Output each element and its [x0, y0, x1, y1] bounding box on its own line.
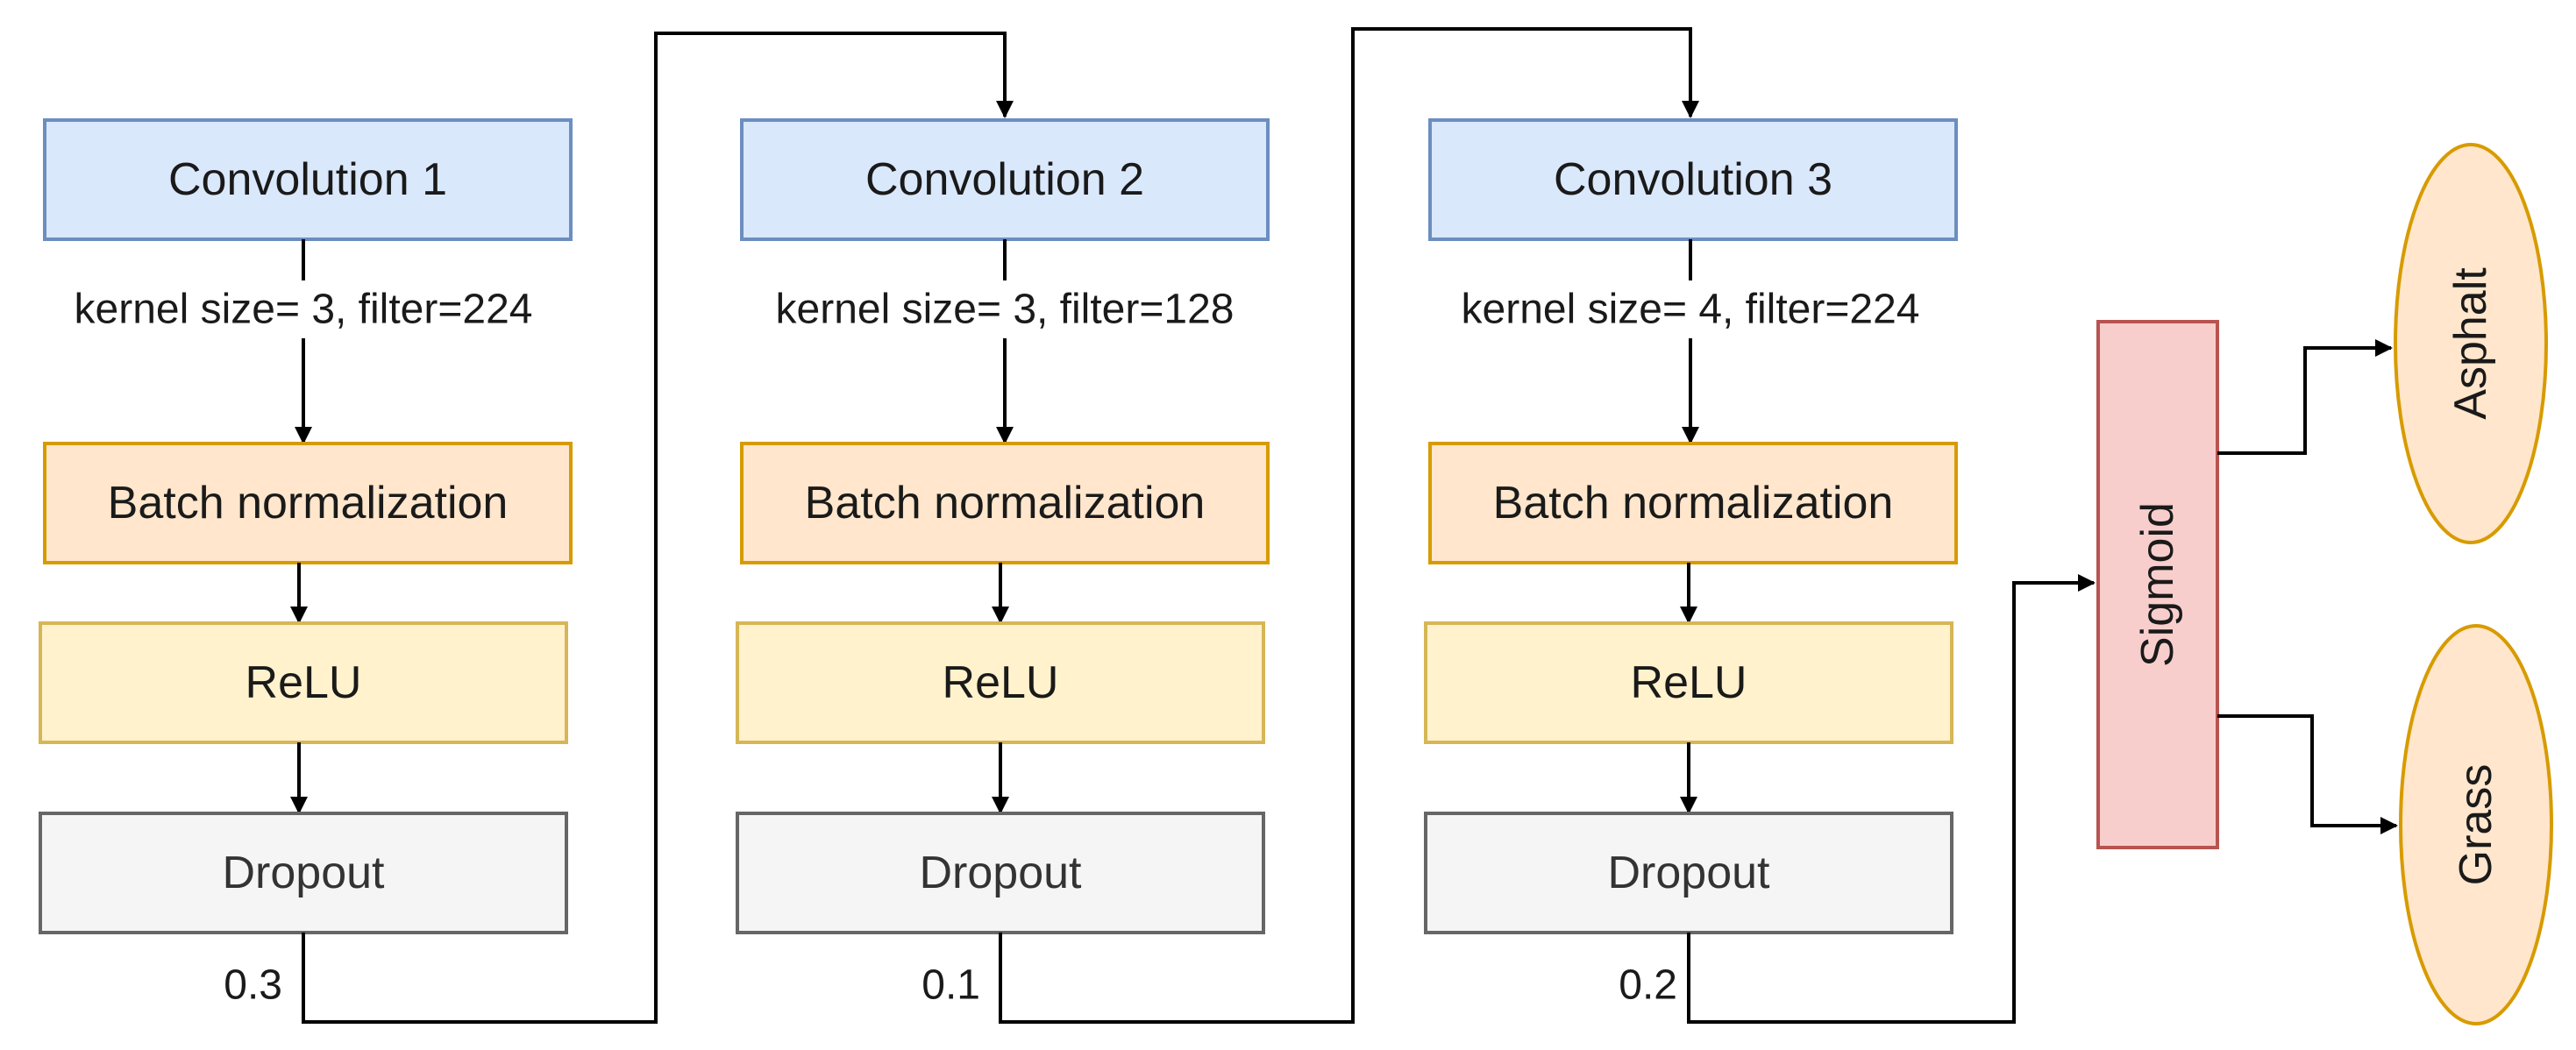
connector-dropout3-to-sigmoid [1687, 574, 2096, 1024]
column-3: Convolution 3 kernel size= 4, filter=224… [1396, 118, 1985, 1009]
connector-sigmoid-to-grass [2217, 714, 2398, 834]
sigmoid-box [2096, 320, 2219, 849]
dropout-3-label: Dropout [1608, 848, 1771, 898]
params-3-mask [1396, 280, 1985, 338]
connector-dropout1-to-conv2 [302, 32, 1014, 1024]
dropout-1-box [39, 812, 568, 934]
dropout-3-box [1424, 812, 1953, 934]
convolution-3-params: kernel size= 4, filter=224 [1462, 287, 1920, 333]
class-asphalt-node [2394, 143, 2548, 544]
class-grass-label: Grass [2451, 764, 2501, 886]
connector-dropout2-to-conv3 [999, 27, 1699, 1024]
batchnorm-3-box [1428, 442, 1958, 564]
batchnorm-3-label: Batch normalization [1493, 478, 1894, 529]
convolution-1-params: kernel size= 3, filter=224 [75, 287, 533, 333]
convolution-3-label: Convolution 3 [1554, 154, 1832, 205]
params-1-mask [12, 280, 594, 338]
class-asphalt-label: Asphalt [2445, 267, 2496, 420]
relu-3-label: ReLU [1631, 657, 1747, 708]
convolution-2-box [740, 118, 1270, 241]
relu-1-label: ReLU [246, 657, 362, 708]
params-2-mask [712, 280, 1298, 338]
batchnorm-1-box [43, 442, 573, 564]
sigmoid-label: Sigmoid [2132, 502, 2183, 667]
convolution-2-label: Convolution 2 [865, 154, 1144, 205]
relu-3-box [1424, 621, 1953, 744]
relu-2-label: ReLU [943, 657, 1059, 708]
dropout-1-label: Dropout [223, 848, 386, 898]
batchnorm-1-label: Batch normalization [108, 478, 509, 529]
class-grass-node [2399, 624, 2553, 1025]
dropout-1-rate: 0.3 [224, 962, 282, 1009]
convolution-3-box [1428, 118, 1958, 241]
dropout-3-rate: 0.2 [1619, 962, 1677, 1009]
batchnorm-2-box [740, 442, 1270, 564]
output-stage: Sigmoid Asphalt Grass [2096, 143, 2553, 1025]
column-1: Convolution 1 kernel size= 3, filter=224… [12, 118, 594, 1009]
dropout-2-box [736, 812, 1265, 934]
batchnorm-2-label: Batch normalization [805, 478, 1206, 529]
convolution-2-params: kernel size= 3, filter=128 [776, 287, 1235, 333]
relu-1-box [39, 621, 568, 744]
column-2: Convolution 2 kernel size= 3, filter=128… [712, 118, 1298, 1009]
relu-2-box [736, 621, 1265, 744]
convolution-1-label: Convolution 1 [168, 154, 447, 205]
dropout-2-label: Dropout [920, 848, 1083, 898]
dropout-2-rate: 0.1 [922, 962, 980, 1009]
connector-sigmoid-to-asphalt [2217, 339, 2393, 455]
convolution-1-box [43, 118, 573, 241]
